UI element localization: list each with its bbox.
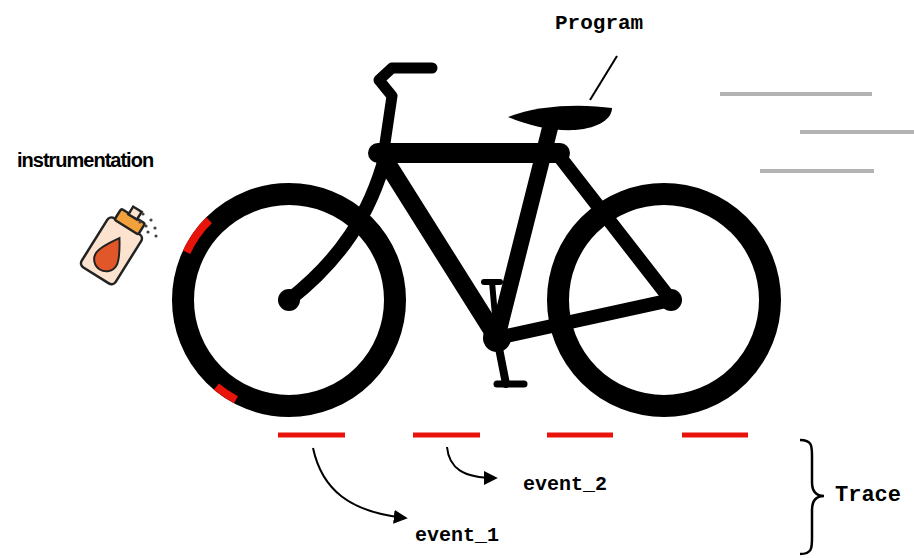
leader-line bbox=[590, 56, 617, 100]
trace-events bbox=[278, 433, 748, 438]
event-label: event_2 bbox=[523, 474, 607, 496]
program-label: Program bbox=[555, 12, 643, 35]
spray-can-icon bbox=[79, 199, 154, 286]
bike-frame bbox=[289, 68, 671, 384]
event-label: event_1 bbox=[415, 525, 499, 547]
spray-dots bbox=[138, 212, 157, 237]
event-arrow bbox=[447, 447, 495, 478]
instrumentation-label: instrumentation bbox=[17, 149, 153, 171]
speed-lines bbox=[720, 94, 914, 171]
trace-label: Trace bbox=[835, 484, 901, 508]
rear-wheel bbox=[558, 194, 770, 406]
event-arrow bbox=[313, 448, 405, 518]
saddle bbox=[508, 106, 612, 130]
instrumentation-marks bbox=[187, 220, 236, 400]
trace-brace bbox=[800, 440, 824, 554]
